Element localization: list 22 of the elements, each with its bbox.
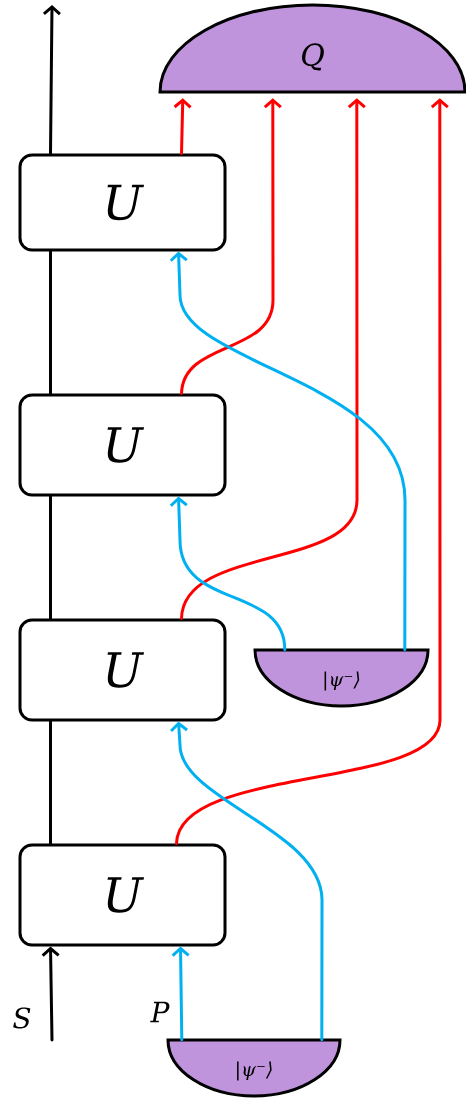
arrow bbox=[171, 946, 190, 1042]
arrow bbox=[169, 251, 407, 652]
arrow bbox=[175, 98, 449, 845]
arrow bbox=[180, 98, 366, 620]
arrow bbox=[170, 721, 324, 1042]
measurement-dome: Q bbox=[158, 3, 466, 94]
line bbox=[49, 495, 52, 620]
signal-label: P bbox=[150, 1001, 170, 1023]
arrow bbox=[169, 496, 287, 652]
signal-label: S bbox=[13, 1007, 31, 1029]
arrow bbox=[41, 946, 60, 1042]
arrow bbox=[173, 98, 192, 155]
arrow bbox=[180, 98, 282, 395]
state-source: |ψ⁻⟩ bbox=[253, 648, 430, 708]
unitary-box: U bbox=[18, 843, 227, 947]
unitary-box: U bbox=[18, 393, 227, 497]
state-source: |ψ⁻⟩ bbox=[166, 1038, 342, 1098]
unitary-box: U bbox=[18, 153, 227, 252]
line bbox=[49, 250, 52, 395]
line bbox=[49, 720, 52, 845]
unitary-box: U bbox=[18, 618, 227, 722]
arrow bbox=[42, 5, 61, 155]
